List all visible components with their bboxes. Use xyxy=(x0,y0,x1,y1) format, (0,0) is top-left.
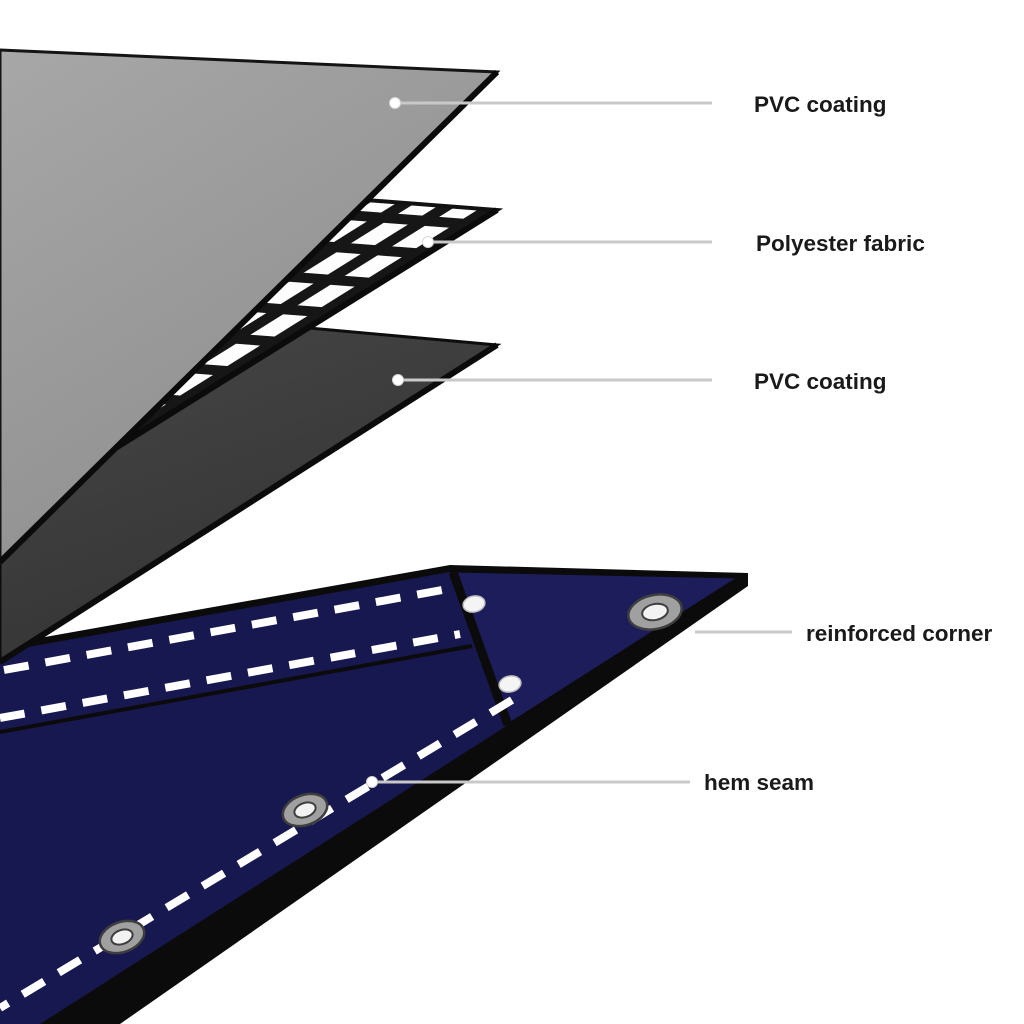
label-pvc-bottom: PVC coating xyxy=(754,369,887,394)
annotations: PVC coating Polyester fabric PVC coating… xyxy=(366,92,993,795)
leader-reinforced-corner: reinforced corner xyxy=(695,621,993,646)
stitch-row-top-outer xyxy=(3,586,443,674)
tarp-group xyxy=(0,565,748,1024)
edge-grommet-2 xyxy=(98,919,146,955)
hem-boundary-line xyxy=(0,644,473,734)
pvc-top-layer-edge xyxy=(0,69,500,565)
leader-dot-polyester xyxy=(422,236,434,248)
rivet-bottom xyxy=(498,675,522,693)
stitch-row-top-inner xyxy=(0,630,461,722)
leader-polyester-fabric: Polyester fabric xyxy=(422,231,925,256)
rivet-top xyxy=(462,595,486,613)
leader-hem-seam: hem seam xyxy=(366,770,814,795)
pvc-top-layer-group xyxy=(0,48,501,565)
label-polyester-fabric: Polyester fabric xyxy=(756,231,925,256)
patch-seam xyxy=(448,570,513,727)
leader-dot-pvc-top xyxy=(389,97,401,109)
leader-pvc-top: PVC coating xyxy=(389,92,887,117)
label-hem-seam: hem seam xyxy=(704,770,814,795)
stitch-row-bottom xyxy=(0,696,515,1012)
edge-grommet-1 xyxy=(281,792,329,828)
corner-grommet xyxy=(627,593,683,631)
leader-pvc-bottom: PVC coating xyxy=(392,369,887,394)
label-reinforced-corner: reinforced corner xyxy=(806,621,993,646)
label-pvc-top: PVC coating xyxy=(754,92,887,117)
leader-dot-hem-seam xyxy=(366,776,378,788)
pvc-bottom-layer-edge xyxy=(0,342,499,665)
leader-dot-pvc-bottom xyxy=(392,374,404,386)
